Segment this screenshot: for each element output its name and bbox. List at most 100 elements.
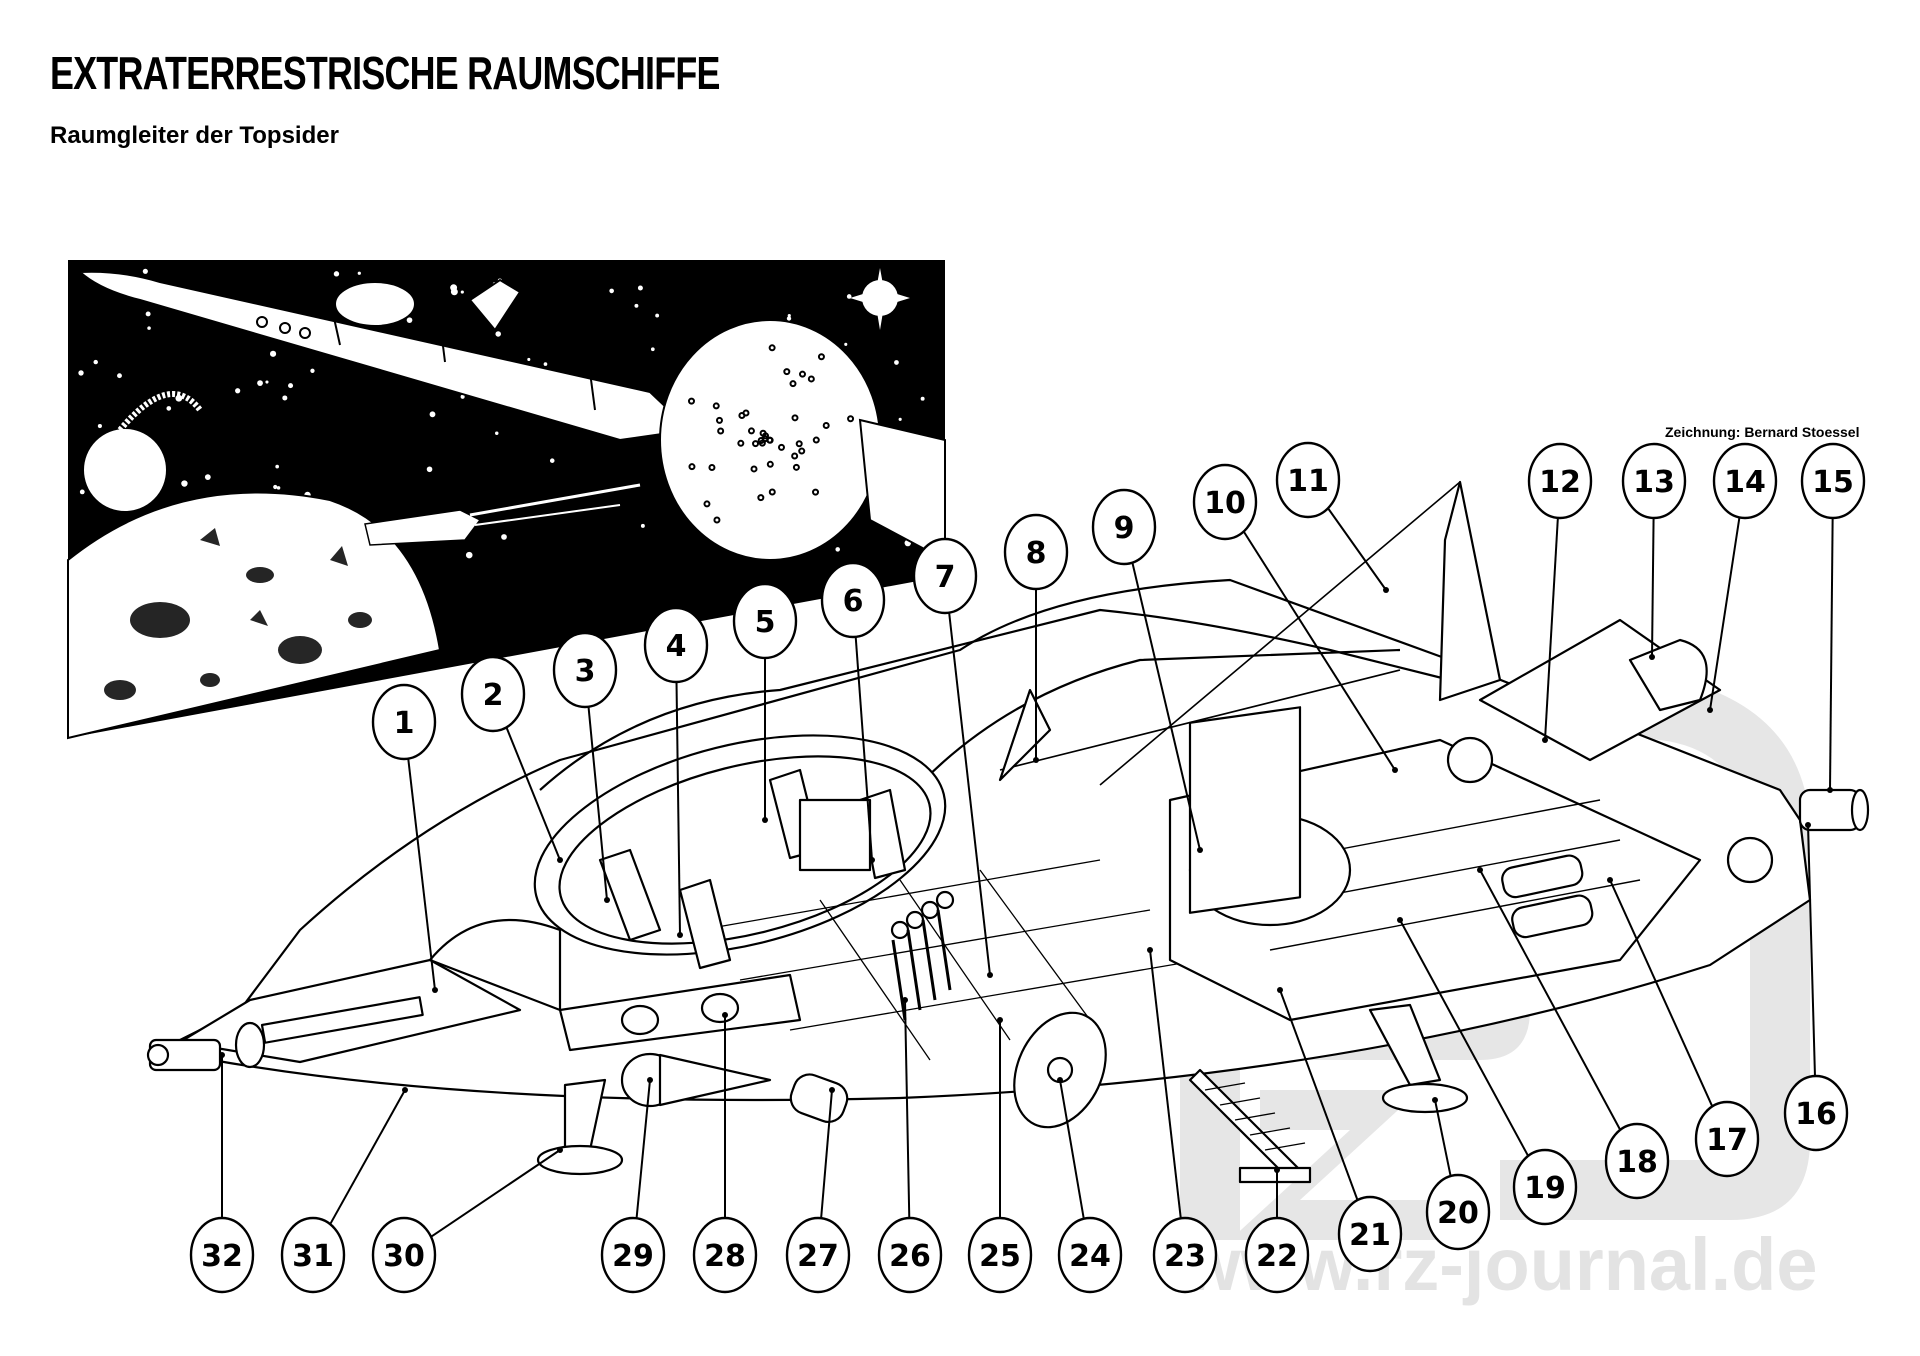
callout-number: 10	[1204, 486, 1246, 521]
leader-line	[1479, 869, 1622, 1131]
callout-6: 6	[820, 561, 886, 863]
leader-line	[820, 1089, 833, 1219]
callout-circle	[460, 655, 526, 733]
leader-line	[948, 612, 991, 976]
rear-nozzle	[1798, 788, 1870, 832]
leader-dot	[1383, 587, 1389, 593]
star	[495, 431, 499, 435]
callout-circle	[280, 1216, 346, 1294]
ship-cutaway	[146, 480, 1870, 1184]
boarding-stairs	[1188, 1068, 1312, 1184]
porthole	[688, 463, 696, 471]
callout-21: 21	[1277, 987, 1403, 1273]
callout-number: 12	[1539, 465, 1581, 500]
star	[634, 303, 639, 308]
leader-dot	[1147, 947, 1153, 953]
callout-number: 32	[201, 1239, 243, 1274]
leader-line	[854, 636, 873, 861]
star	[78, 370, 84, 376]
callout-circle	[1337, 1195, 1403, 1273]
star	[920, 396, 925, 401]
leader-dot	[1607, 877, 1613, 883]
callout-number: 19	[1524, 1171, 1566, 1206]
callout-number: 28	[704, 1239, 746, 1274]
porthole	[750, 465, 758, 473]
leader-dot	[1649, 654, 1655, 660]
callout-circle	[1712, 442, 1778, 520]
callout-3: 3	[552, 631, 618, 903]
callout-circle	[1527, 442, 1593, 520]
glider-small-icon	[364, 483, 641, 546]
tank-bank-front	[558, 973, 802, 1052]
callout-25: 25	[967, 1017, 1033, 1294]
callout-31: 31	[280, 1087, 408, 1294]
callout-28: 28	[692, 1012, 758, 1294]
leader-dot	[762, 817, 768, 823]
porthole	[717, 427, 725, 435]
star	[527, 357, 531, 362]
illustrator-credit: Zeichnung: Bernard Stoessel	[1665, 424, 1860, 440]
callout-circle	[967, 1216, 1033, 1294]
callout-number: 26	[889, 1239, 931, 1274]
star	[786, 316, 792, 321]
inset-illustration	[67, 260, 946, 740]
star	[288, 383, 294, 389]
star	[894, 360, 899, 365]
leader-line	[1149, 949, 1182, 1219]
callout-number: 23	[1164, 1239, 1206, 1274]
leader-dot	[1397, 917, 1403, 923]
sun-icon	[850, 268, 910, 330]
porthole	[777, 443, 785, 451]
star	[406, 317, 413, 323]
porthole	[792, 463, 800, 471]
callout-number: 4	[666, 629, 687, 664]
leader-dot	[1827, 787, 1833, 793]
nose-gun	[146, 996, 424, 1072]
callout-circle	[1244, 1216, 1310, 1294]
callout-circle	[552, 631, 618, 709]
callout-23: 23	[1147, 947, 1218, 1294]
porthole	[757, 437, 765, 445]
porthole	[713, 516, 721, 524]
star	[429, 411, 436, 418]
side-pod	[789, 1073, 849, 1123]
star	[450, 284, 458, 292]
porthole	[795, 440, 803, 448]
leader-line	[1434, 1099, 1452, 1177]
leader-dot	[722, 1012, 728, 1018]
leader-line	[1059, 1079, 1085, 1219]
star	[275, 464, 279, 469]
star	[79, 489, 85, 495]
porthole	[766, 460, 774, 468]
callout-circle	[1783, 1074, 1849, 1152]
star	[273, 484, 278, 490]
leader-dot	[1707, 707, 1713, 713]
leader-line	[329, 1089, 406, 1225]
star	[835, 547, 840, 552]
leader-dot	[604, 897, 610, 903]
leader-line	[505, 726, 561, 861]
leader-dot	[869, 857, 875, 863]
callout-number: 11	[1287, 464, 1329, 499]
porthole	[703, 500, 711, 508]
callout-number: 21	[1349, 1218, 1391, 1253]
callout-circle	[732, 582, 798, 660]
landing-leg-rear	[1368, 1003, 1469, 1114]
leader-dot	[1477, 867, 1483, 873]
porthole	[847, 415, 855, 423]
callout-number: 7	[935, 560, 956, 595]
page-subtitle: Raumgleiter der Topsider	[50, 122, 339, 149]
callout-16: 16	[1783, 822, 1849, 1152]
callout-circle	[600, 1216, 666, 1294]
callout-circle	[1425, 1173, 1491, 1251]
leader-dot	[557, 1147, 563, 1153]
star	[204, 474, 211, 481]
callout-12: 12	[1527, 442, 1593, 743]
porthole	[768, 488, 776, 496]
callout-20: 20	[1425, 1097, 1491, 1251]
porthole	[812, 436, 820, 444]
callout-number: 14	[1724, 465, 1766, 500]
leader-dot	[1033, 757, 1039, 763]
callout-30: 30	[371, 1147, 563, 1294]
